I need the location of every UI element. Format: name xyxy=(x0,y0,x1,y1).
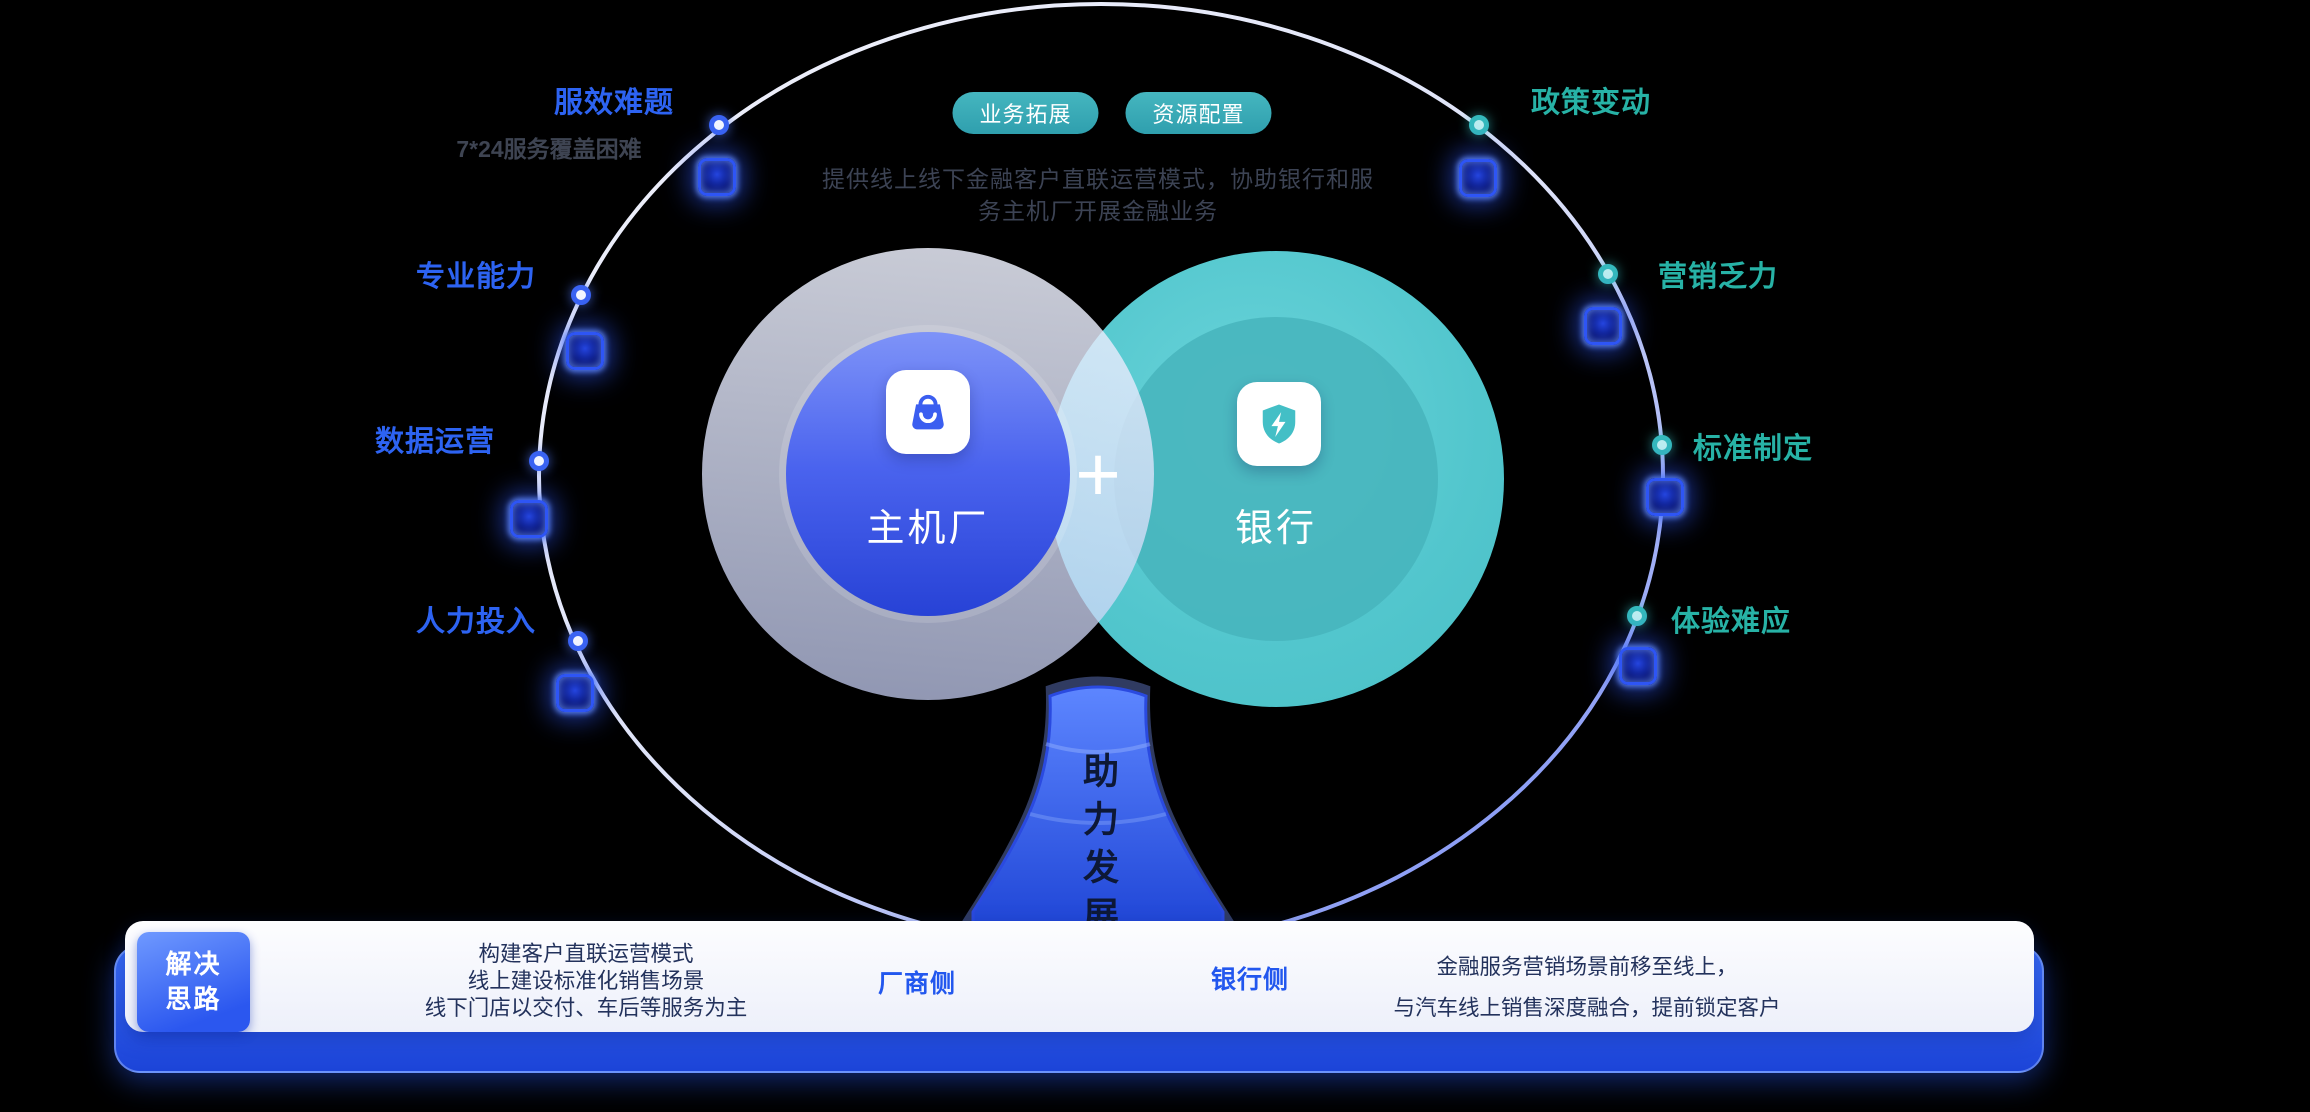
manufacturer-point: 构建客户直联运营模式 xyxy=(478,942,694,966)
glow-node-icon xyxy=(1646,478,1684,516)
factor-label-service-efficiency: 服效难题 xyxy=(553,87,675,119)
glow-node-icon xyxy=(1459,159,1497,197)
mode-description-line1: 提供线上线下金融客户直联运营模式，协助银行和服 xyxy=(822,166,1374,192)
edge-dot xyxy=(571,285,591,305)
tag-business-expansion: 业务拓展 xyxy=(952,92,1099,134)
manufacturer-point: 线下门店以交付、车后等服务为主 xyxy=(424,996,748,1020)
factor-label-manpower-input: 人力投入 xyxy=(415,606,537,638)
manufacturer-point: 线上建设标准化销售场景 xyxy=(467,969,705,993)
edge-dot xyxy=(1469,115,1489,135)
shield-lightning-icon xyxy=(1237,382,1321,466)
glow-node-icon xyxy=(698,158,736,196)
top-tags: 业务拓展 资源配置 xyxy=(952,92,1272,134)
factor-label-policy-change: 政策变动 xyxy=(1530,87,1652,119)
bank-point: 与汽车线上销售深度融合，提前锁定客户 xyxy=(1393,996,1781,1020)
bank-solution-points: 金融服务营销场景前移至线上， 与汽车线上销售深度融合，提前锁定客户 xyxy=(1287,947,1887,1029)
mode-description-line2: 务主机厂开展金融业务 xyxy=(978,198,1218,224)
tag-resource-allocation: 资源配置 xyxy=(1125,92,1272,134)
factor-label-experience-adaptation: 体验难应 xyxy=(1670,606,1792,638)
solution-badge: 解决 思路 xyxy=(137,932,250,1032)
tree-trunk xyxy=(961,676,1235,934)
edge-dot xyxy=(1627,606,1647,626)
bank-side-label: 银行侧 xyxy=(1210,966,1290,994)
edge-dot xyxy=(1598,264,1618,284)
solution-bar xyxy=(125,921,2034,1032)
glow-node-icon xyxy=(556,674,594,712)
manufacturer-side-label: 厂商侧 xyxy=(877,970,957,998)
solution-badge-line1: 解决 xyxy=(165,949,222,979)
bank-circle-inner xyxy=(1114,317,1438,641)
factor-label-standard-setting: 标准制定 xyxy=(1692,433,1814,465)
oem-circle-label: 主机厂 xyxy=(866,508,990,550)
glow-node-icon xyxy=(510,500,548,538)
solution-badge-line2: 思路 xyxy=(165,984,222,1014)
bank-circle-label: 银行 xyxy=(1234,508,1317,550)
trunk-vertical-text: 助力发展 xyxy=(1078,752,1119,944)
factor-label-professional-ability: 专业能力 xyxy=(415,261,537,293)
manufacturer-solution-points: 构建客户直联运营模式 线上建设标准化销售场景 线下门店以交付、车后等服务为主 xyxy=(286,941,886,1022)
mode-description: 提供线上线下金融客户直联运营模式，协助银行和服 务主机厂开展金融业务 xyxy=(608,163,1588,227)
edge-dot xyxy=(1652,435,1672,455)
glow-node-icon xyxy=(1584,307,1622,345)
shopping-bag-icon xyxy=(886,370,970,454)
glow-node-icon xyxy=(1619,647,1657,685)
glow-node-icon xyxy=(566,332,604,370)
factor-label-weak-marketing: 营销乏力 xyxy=(1657,261,1779,293)
edge-dot xyxy=(529,451,549,471)
factor-sublabel-724-coverage: 7*24服务覆盖困难 xyxy=(456,136,642,162)
plus-sign: + xyxy=(1075,430,1121,518)
edge-dot xyxy=(568,631,588,651)
factor-label-data-operation: 数据运营 xyxy=(374,426,496,458)
edge-dot xyxy=(709,115,729,135)
bank-point: 金融服务营销场景前移至线上， xyxy=(1436,955,1738,979)
